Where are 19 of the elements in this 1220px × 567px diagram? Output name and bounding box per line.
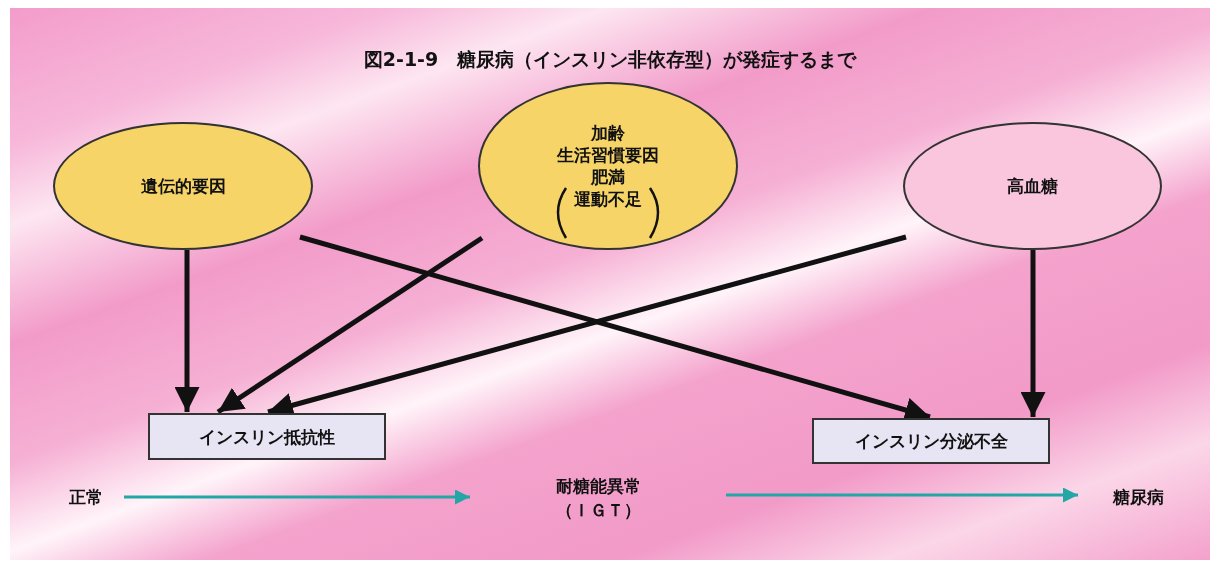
arrow — [216, 235, 484, 415]
title: 図2-1-9 糖尿病（インスリン非依存型）が発症するまで — [362, 47, 858, 72]
stage-label: 耐糖能異常（ＩＧＴ） — [554, 475, 642, 522]
arrow — [124, 489, 470, 505]
node-label: 加齢 — [591, 122, 625, 144]
node-label: 運動不足 — [574, 188, 642, 210]
arrow — [174, 250, 200, 412]
node-label: インスリン分泌不全 — [854, 430, 1008, 452]
arrow — [1020, 250, 1046, 417]
node-label: 遺伝的要因 — [140, 175, 226, 197]
arrow — [726, 487, 1078, 503]
stage-label: 正常 — [69, 486, 103, 508]
stage-label: 糖尿病 — [1112, 486, 1164, 508]
node-label: 肥満 — [591, 166, 625, 188]
node-label: インスリン抵抗性 — [199, 425, 335, 448]
process-box — [148, 413, 386, 460]
node-label: 生活習慣要因 — [557, 144, 659, 166]
node-label: 高血糖 — [1007, 175, 1058, 197]
process-box — [812, 418, 1050, 464]
